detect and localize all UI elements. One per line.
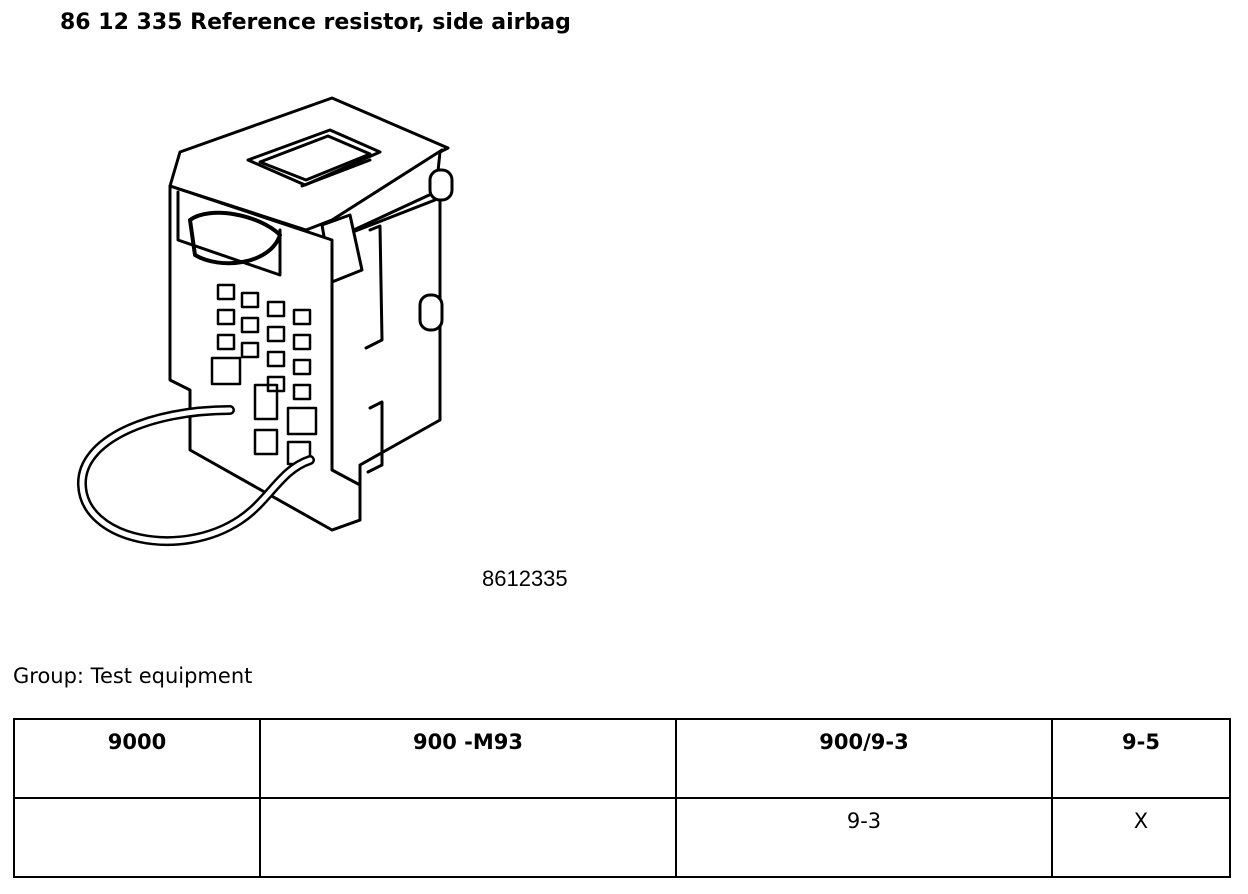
column-header-9-5: 9-5 — [1051, 718, 1231, 799]
column-header-900-m93: 900 -M93 — [259, 718, 677, 799]
column-header-900-9-3: 900/9-3 — [675, 718, 1053, 799]
model-applicability-table: 9000 900 -M93 900/9-3 9-5 9-3 X — [13, 718, 1231, 878]
table-cell-900-m93 — [259, 797, 677, 878]
table-header-row: 9000 900 -M93 900/9-3 9-5 — [13, 718, 1231, 799]
table-cell-9000 — [13, 797, 261, 878]
column-header-9000: 9000 — [13, 718, 261, 799]
table-cell-9-5: X — [1051, 797, 1231, 878]
table-row: 9-3 X — [13, 797, 1231, 878]
figure-label: 8612335 — [482, 566, 568, 591]
table-cell-900-9-3: 9-3 — [675, 797, 1053, 878]
page-title: 86 12 335 Reference resistor, side airba… — [60, 10, 571, 35]
group-line: Group: Test equipment — [13, 664, 253, 688]
reference-resistor-illustration — [76, 96, 454, 547]
